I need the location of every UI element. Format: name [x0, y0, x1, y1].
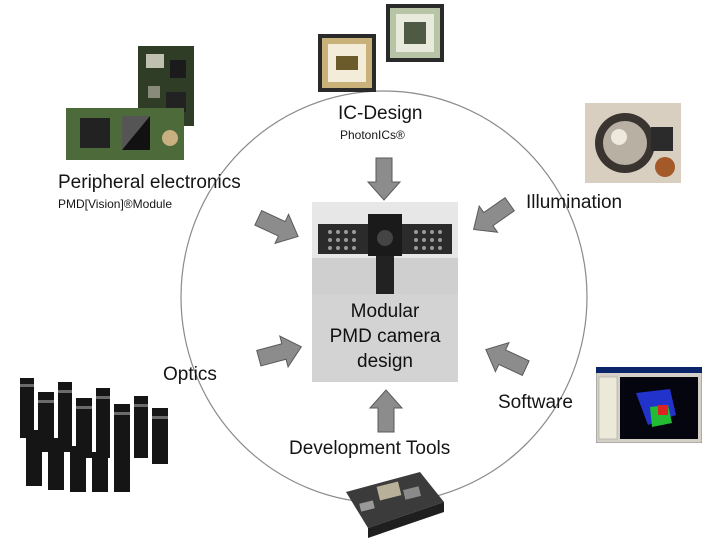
center-label: Modular PMD camera design	[312, 294, 458, 382]
lens-photo	[20, 378, 168, 492]
camera-photo	[312, 202, 458, 294]
board-photo	[346, 472, 444, 538]
screenshot-photo	[596, 367, 702, 443]
optics-title: Optics	[163, 364, 217, 385]
center-line-2: PMD camera	[329, 326, 441, 347]
arrow-down-left-icon	[473, 196, 515, 233]
ic-chip-photo	[318, 4, 444, 92]
arrow-up-icon	[368, 389, 404, 433]
peripheral-title: Peripheral electronics	[58, 172, 241, 193]
arrow-up-left-icon	[485, 341, 530, 377]
illumination-title: Illumination	[526, 192, 623, 213]
center-module: Modular PMD camera design	[312, 202, 458, 382]
ic-design-title: IC-Design	[338, 103, 423, 124]
peripheral-subtitle: PMD[Vision]®Module	[58, 197, 172, 211]
arrow-down-right-icon	[254, 209, 299, 245]
center-line-3: design	[357, 351, 413, 372]
ic-design-subtitle: PhotonICs®	[340, 128, 405, 142]
pcb-photo	[66, 46, 194, 160]
led-photo	[585, 103, 681, 183]
dev-tools-title: Development Tools	[289, 438, 451, 459]
software-title: Software	[498, 392, 573, 413]
center-line-1: Modular	[350, 301, 420, 322]
arrow-down-icon	[366, 157, 402, 201]
arrow-up-right-icon	[256, 335, 303, 369]
